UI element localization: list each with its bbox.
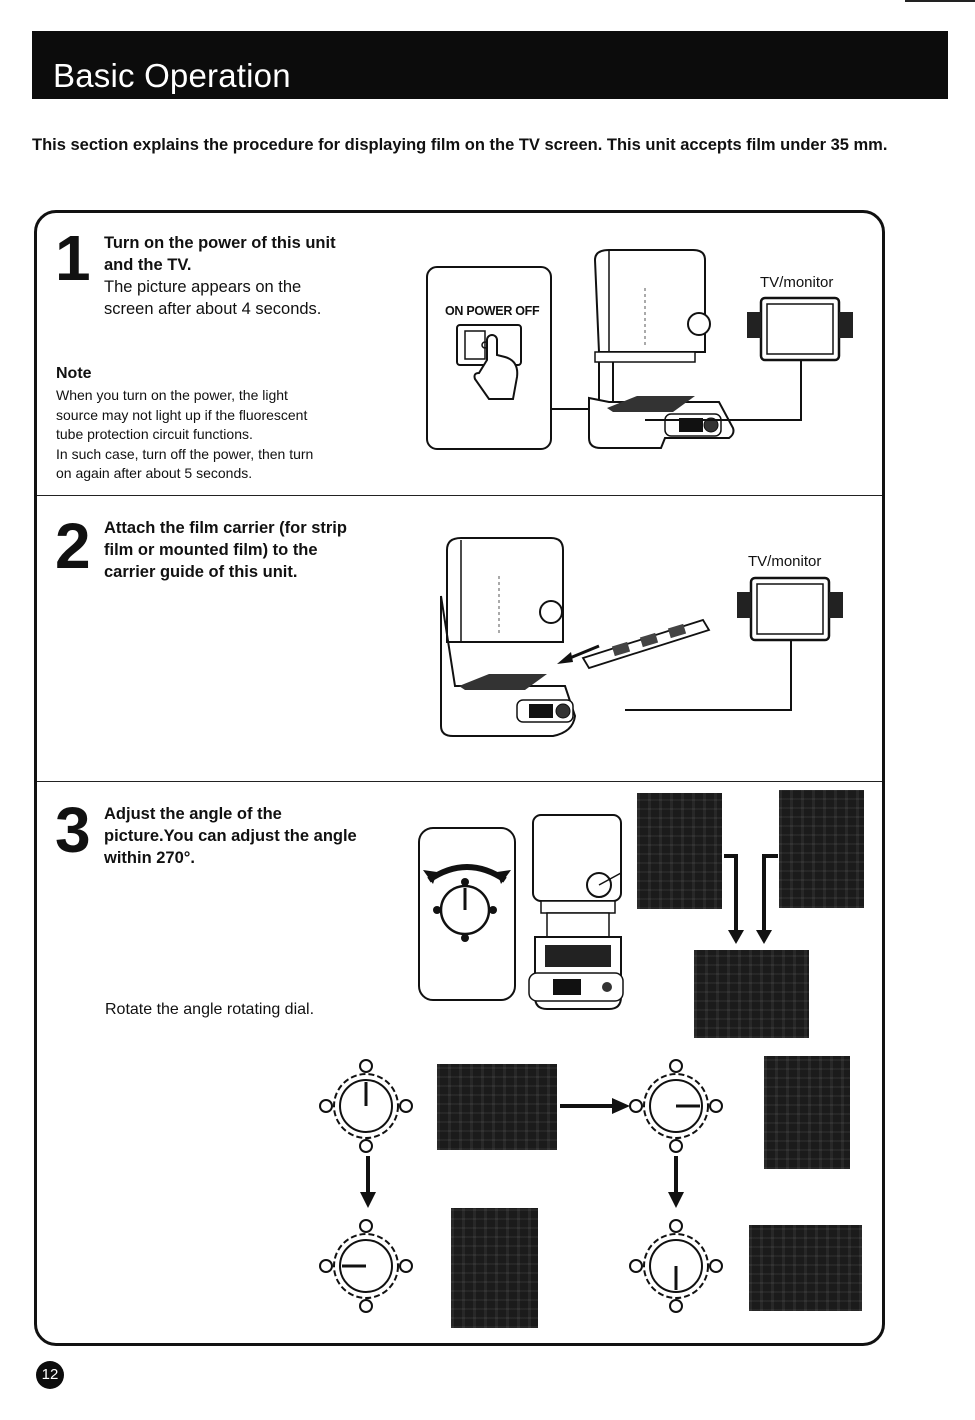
picture-result xyxy=(764,1056,850,1169)
note-line: on again after about 5 seconds. xyxy=(56,465,253,482)
power-switch-label: ON POWER OFF xyxy=(445,304,540,318)
note-body: When you turn on the power, the light so… xyxy=(56,386,396,484)
step-3-caption: Rotate the angle rotating dial. xyxy=(105,1001,315,1018)
cable-line xyxy=(550,408,590,410)
dial-position-down xyxy=(629,1219,723,1313)
rotated-picture-example xyxy=(637,793,722,909)
page-number: 12 xyxy=(36,1361,64,1389)
step-3-heading-line: within 270°. xyxy=(104,849,195,867)
rotation-arrows xyxy=(724,854,778,944)
top-rule xyxy=(905,0,975,2)
step-divider-1 xyxy=(37,495,882,496)
picture-result xyxy=(451,1208,538,1328)
page-title: Basic Operation xyxy=(53,57,291,94)
film-viewer-unit-illustration xyxy=(440,537,577,737)
step-1-number: 1 xyxy=(55,222,91,294)
note-line: In such case, turn off the power, then t… xyxy=(56,445,314,462)
tv-monitor-label: TV/monitor xyxy=(748,553,822,570)
note-title: Note xyxy=(56,365,92,382)
film-viewer-unit-illustration xyxy=(528,814,624,1010)
tv-monitor-label: TV/monitor xyxy=(760,274,834,291)
rotated-picture-example xyxy=(779,790,864,908)
intro-paragraph: This section explains the procedure for … xyxy=(32,136,888,154)
steps-frame xyxy=(34,210,885,1346)
step-1-text: Turn on the power of this unit and the T… xyxy=(104,232,336,320)
picture-result xyxy=(749,1225,862,1311)
step-3-text: Adjust the angle of the picture.You can … xyxy=(104,803,357,869)
step-3-heading-line: Adjust the angle of the xyxy=(104,805,282,823)
upright-picture-example xyxy=(694,950,809,1038)
tv-monitor-illustration xyxy=(625,576,843,711)
note-line: tube protection circuit functions. xyxy=(56,426,253,443)
step-divider-2 xyxy=(37,781,882,782)
dial-position-left xyxy=(319,1219,413,1313)
tv-monitor-illustration xyxy=(645,296,853,421)
film-carrier-strip-illustration xyxy=(557,618,711,670)
arrow-down xyxy=(668,1156,684,1208)
step-1-body-line: screen after about 4 seconds. xyxy=(104,300,322,318)
step-2-heading-line: Attach the film carrier (for strip xyxy=(104,519,347,537)
step-2-text: Attach the film carrier (for strip film … xyxy=(104,517,347,583)
step-2-number: 2 xyxy=(55,510,91,582)
step-2-heading-line: carrier guide of this unit. xyxy=(104,563,298,581)
step-1-heading-line: Turn on the power of this unit xyxy=(104,234,336,252)
note-line: When you turn on the power, the light xyxy=(56,387,288,403)
step-3-heading-line: picture.You can adjust the angle xyxy=(104,827,357,845)
step-3-number: 3 xyxy=(55,794,91,866)
dial-position-up xyxy=(319,1059,413,1153)
power-switch-illustration xyxy=(426,266,552,450)
picture-result xyxy=(437,1064,557,1150)
dial-position-right xyxy=(629,1059,723,1153)
angle-dial-closeup-illustration xyxy=(418,827,516,1001)
note-line: source may not light up if the fluoresce… xyxy=(56,406,308,423)
step-2-heading-line: film or mounted film) to the xyxy=(104,541,318,559)
step-1-heading-line: and the TV. xyxy=(104,256,192,274)
arrow-down xyxy=(360,1156,376,1208)
section-banner: Basic Operation xyxy=(32,31,948,99)
arrow-right xyxy=(560,1098,630,1114)
step-1-body-line: The picture appears on the xyxy=(104,278,302,296)
film-viewer-unit-illustration xyxy=(588,249,735,449)
